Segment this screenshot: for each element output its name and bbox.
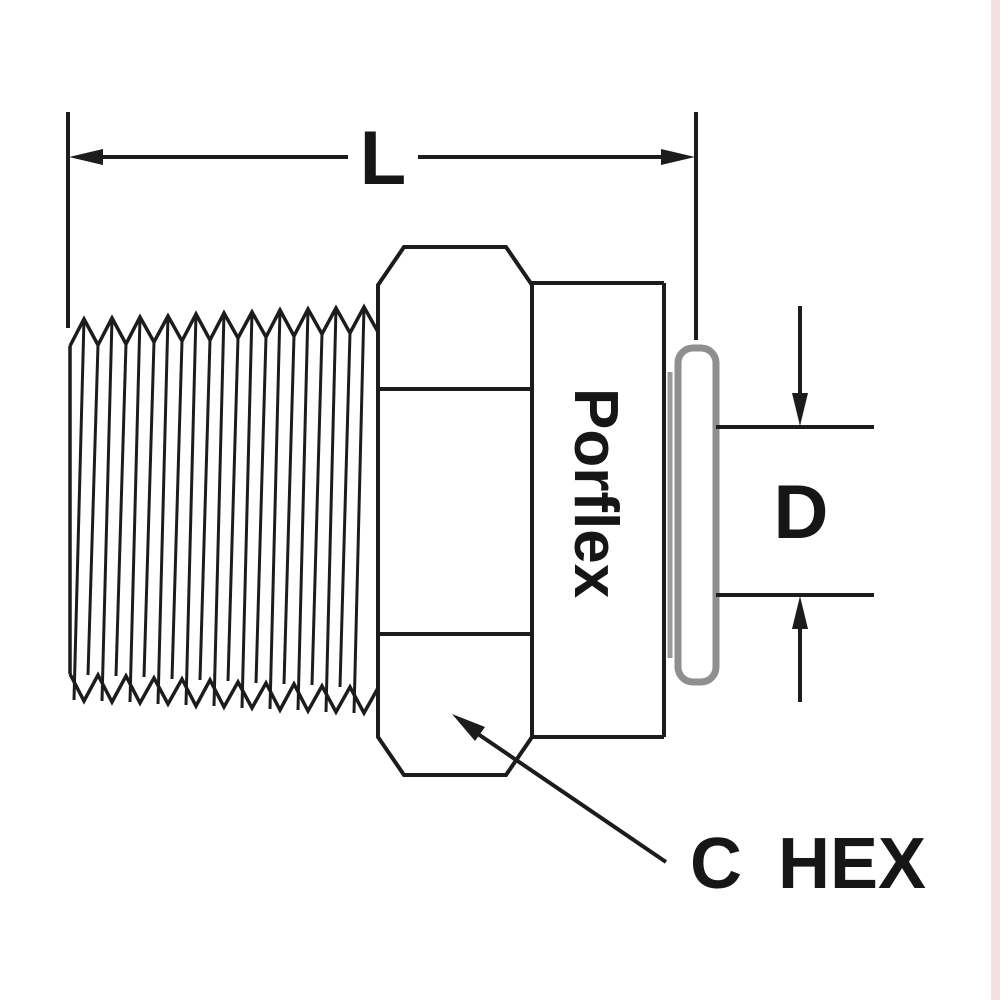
hex-outline [376,245,534,777]
brand-text: Porflex [561,388,630,599]
hex-body [376,245,534,777]
thread-helix-lines-crest [72,306,366,714]
hex-leader-arrow [452,714,485,741]
hex-size-label: C HEX [690,824,926,904]
collet-ring-outline [674,344,720,686]
hex-callout: C HEX [452,714,926,904]
dimension-diameter: D [716,306,874,702]
diameter-arrow-up [792,596,808,629]
fitting-body: Porflex [532,281,666,739]
length-arrow-left [69,149,103,165]
thread-section [68,303,380,717]
scan-artifact-strip [991,0,1000,1000]
thread-helix-lines-root [86,332,352,688]
length-arrow-right [661,149,695,165]
collet-ring [667,344,720,686]
diameter-dimension-label: D [774,470,829,555]
diameter-arrow-down [792,393,808,426]
length-dimension-label: L [360,116,406,201]
hex-leader-line [476,732,668,864]
thread-bottom-profile [68,671,380,717]
dimension-length: L [66,112,698,340]
